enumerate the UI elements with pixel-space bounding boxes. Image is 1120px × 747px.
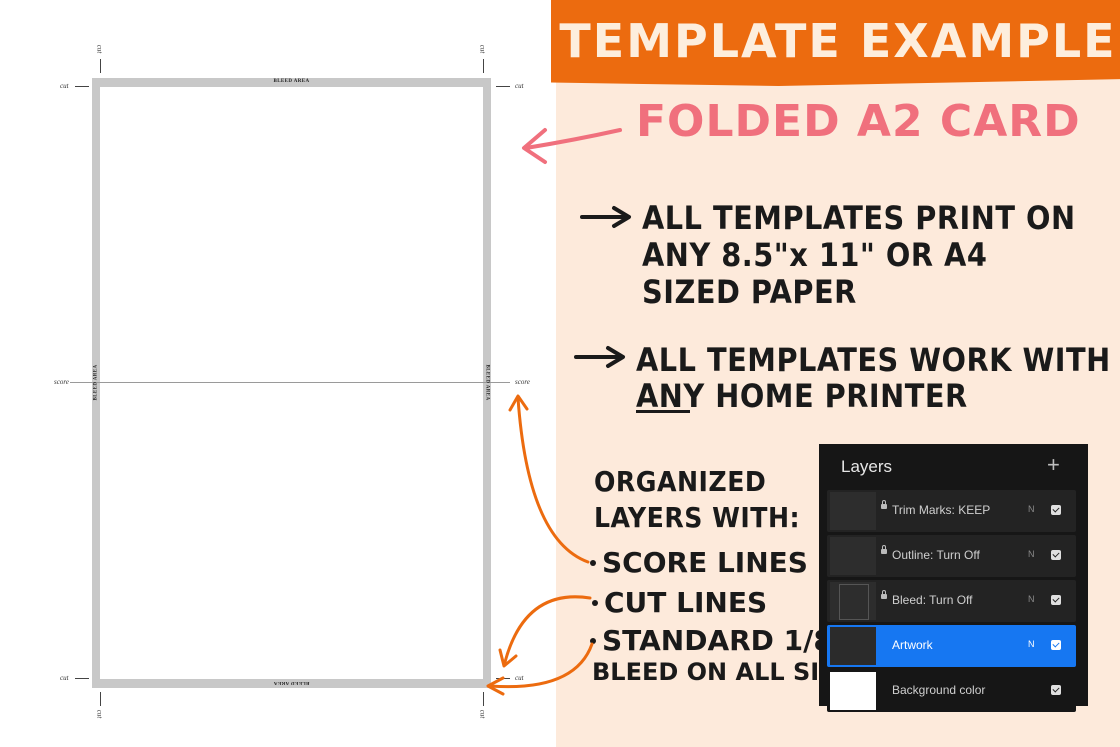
bullet-dot [592, 599, 598, 606]
trim-mark-bottom-right-v [483, 692, 484, 706]
cut-label-bottom-left: cut [60, 674, 69, 682]
score-label-left: score [54, 378, 69, 386]
layer-thumbnail [830, 672, 876, 710]
layer-row-trim-marks[interactable]: Trim Marks: KEEP N [827, 490, 1076, 532]
banner-title: TEMPLATE EXAMPLE [559, 14, 1117, 68]
blend-mode[interactable]: N [1028, 549, 1035, 559]
any-underline [636, 410, 690, 413]
blend-mode[interactable]: N [1028, 639, 1035, 649]
blend-mode[interactable]: N [1028, 504, 1035, 514]
layer-name: Artwork [892, 638, 933, 652]
trim-mark-top-left-v [100, 59, 101, 73]
score-line [70, 382, 510, 383]
bullet-score-lines: SCORE LINES [590, 546, 808, 579]
trim-mark-top-right-v [483, 59, 484, 73]
title-banner [551, 0, 1120, 86]
organized-heading-1: ORGANIZED [594, 465, 767, 498]
orange-arrow-score-icon [508, 394, 590, 564]
point-2-line-2: ANY HOME PRINTER [636, 377, 968, 415]
bullet-dot [590, 559, 596, 566]
visibility-checkbox[interactable] [1051, 505, 1061, 515]
bullet-dot [590, 637, 596, 644]
card-type-subtitle: FOLDED A2 CARD [636, 96, 1081, 147]
visibility-checkbox[interactable] [1051, 550, 1061, 560]
score-label-right: score [515, 378, 530, 386]
layer-thumbnail [830, 582, 876, 620]
cut-label-top-left: cut [60, 82, 69, 90]
layer-row-outline[interactable]: Outline: Turn Off N [827, 535, 1076, 577]
organized-heading-2: LAYERS WITH: [594, 501, 801, 534]
trim-mark-bottom-left-h [75, 678, 89, 679]
bullet-label: SCORE LINES [602, 546, 808, 579]
layer-name: Trim Marks: KEEP [892, 503, 991, 517]
layer-thumbnail [830, 537, 876, 575]
point-1-line-2: ANY 8.5"x 11" OR A4 [642, 236, 988, 274]
layer-name: Outline: Turn Off [892, 548, 980, 562]
card-template: BLEED AREA BLEED AREA BLEED AREA BLEED A… [0, 0, 556, 747]
orange-arrow-cut-icon [498, 595, 592, 668]
right-arrow-icon-1 [580, 206, 631, 228]
card-artwork-area [100, 87, 483, 679]
lock-icon [881, 500, 887, 509]
layer-row-bleed[interactable]: Bleed: Turn Off N [827, 580, 1076, 622]
orange-arrow-bleed-icon [486, 642, 594, 696]
bullet-standard-bleed: STANDARD 1/8" [590, 624, 847, 657]
bullet-cut-lines: CUT LINES [592, 586, 767, 619]
layer-row-artwork[interactable]: Artwork N [827, 625, 1076, 667]
point-1-line-1: ALL TEMPLATES PRINT ON [642, 199, 1076, 237]
bullet-label: CUT LINES [604, 586, 768, 619]
visibility-checkbox[interactable] [1051, 640, 1061, 650]
layer-thumbnail [830, 627, 876, 665]
plus-icon[interactable]: + [1047, 452, 1060, 477]
blend-mode[interactable]: N [1028, 594, 1035, 604]
layer-name: Bleed: Turn Off [892, 593, 973, 607]
point-1-line-3: SIZED PAPER [642, 273, 857, 311]
layer-name: Background color [892, 683, 986, 697]
point-2-line-1: ALL TEMPLATES WORK WITH [636, 341, 1111, 379]
cut-label-top-right: cut [515, 82, 524, 90]
trim-mark-top-right-h [496, 86, 510, 87]
lock-icon [881, 590, 887, 599]
layers-title: Layers [841, 457, 893, 476]
layer-thumbnail [830, 492, 876, 530]
cut-label-bottom-right: cut [515, 674, 524, 682]
visibility-checkbox[interactable] [1051, 685, 1061, 695]
trim-mark-top-left-h [75, 86, 89, 87]
pink-arrow-icon [522, 128, 622, 164]
bleed-label-top: BLEED AREA [273, 79, 310, 84]
bullet-label: STANDARD 1/8" [602, 624, 848, 657]
visibility-checkbox[interactable] [1051, 595, 1061, 605]
layers-panel: Layers + Trim Marks: KEEP N Outline: Tur… [819, 444, 1088, 712]
trim-mark-bottom-left-v [100, 692, 101, 706]
right-arrow-icon-2 [574, 346, 625, 368]
lock-icon [881, 545, 887, 554]
layer-row-background[interactable]: Background color [827, 670, 1076, 712]
